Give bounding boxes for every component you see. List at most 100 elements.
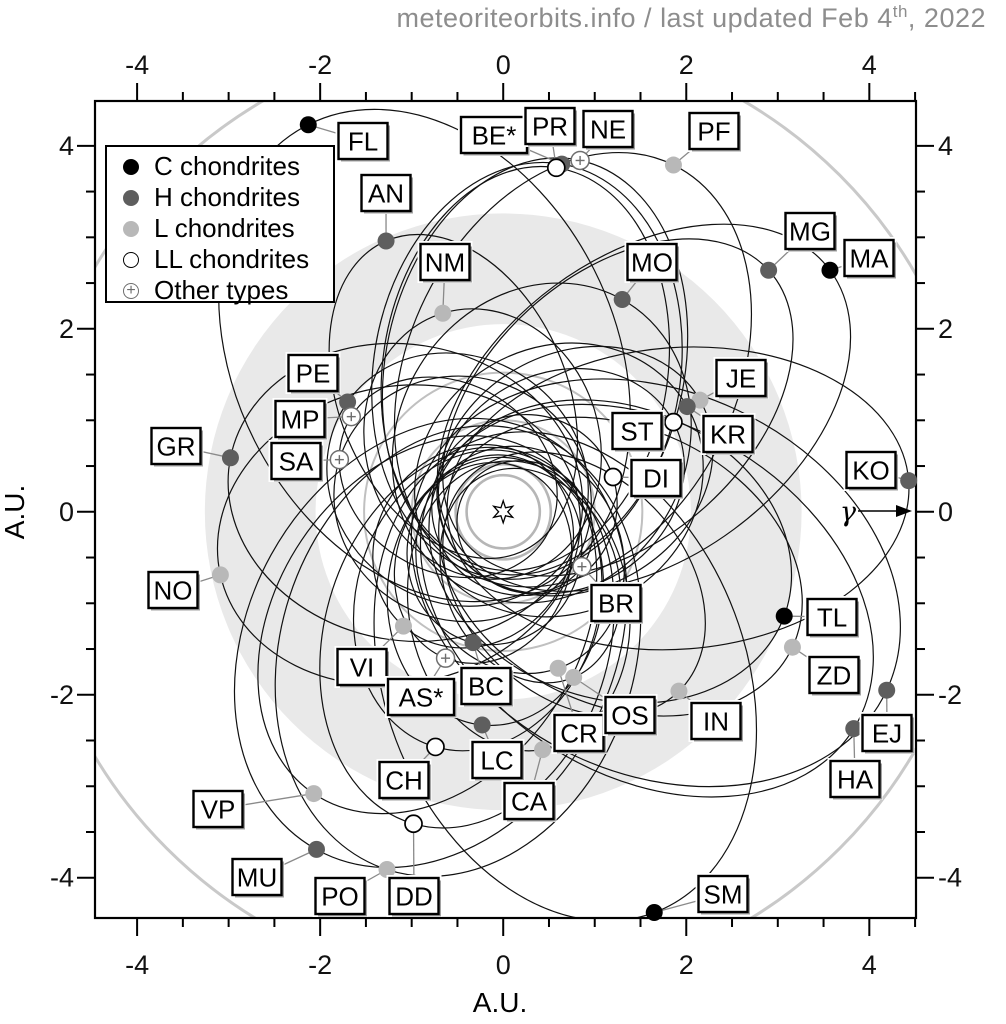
meteorite-label-FL: FL — [335, 120, 391, 162]
page-title-superscript: th — [892, 2, 908, 21]
label-box — [808, 655, 860, 695]
label-text: MG — [789, 217, 831, 247]
meteorite-label-DD: DD — [386, 875, 442, 917]
label-box — [471, 740, 523, 780]
legend-item-label: C chondrites — [154, 151, 300, 181]
label-text: BE* — [472, 121, 517, 151]
l-chondrite-marker-icon — [123, 220, 139, 237]
meteorite-label-OS: OS — [602, 694, 658, 736]
label-box — [274, 399, 326, 439]
label-box — [524, 106, 576, 146]
label-text: CA — [511, 787, 548, 817]
meteorite-point-PR — [546, 158, 566, 178]
meteorite-label-BE*: BE* — [458, 114, 530, 156]
meteorite-point-PF — [664, 156, 682, 174]
label-box — [419, 242, 471, 282]
tick-label-right: 0 — [938, 497, 953, 527]
meteorite-label-VI: VI — [334, 646, 390, 688]
tick-label-left: 0 — [59, 497, 74, 527]
meteorite-point-IN — [670, 682, 688, 700]
label-box — [626, 242, 678, 282]
tick-label-left: -2 — [50, 680, 74, 710]
label-box — [806, 597, 858, 637]
label-box — [690, 701, 742, 741]
label-text: EJ — [872, 719, 902, 749]
meteorite-point-VP — [305, 785, 323, 803]
legend-item-h-chondrites: H chondrites — [123, 182, 333, 213]
label-text: NE — [590, 115, 626, 145]
meteorite-point-NO — [211, 566, 229, 584]
label-text: VP — [201, 795, 236, 825]
meteorite-point-FL — [299, 116, 317, 134]
tick-label-left: -4 — [50, 863, 74, 893]
meteorite-label-SM: SM — [695, 873, 751, 915]
meteorite-point-SM — [645, 904, 663, 922]
meteorite-point-OS — [565, 668, 583, 686]
label-box — [702, 414, 754, 454]
meteorite-label-KO: KO — [843, 449, 899, 491]
label-text: BC — [468, 672, 504, 702]
label-text: CH — [385, 766, 423, 796]
meteorite-label-HA: HA — [827, 758, 883, 800]
meteorite-point-MA — [821, 261, 839, 279]
meteorite-label-BC: BC — [458, 665, 514, 707]
label-box — [590, 583, 642, 623]
label-box — [611, 411, 663, 451]
meteorite-point-CH — [426, 737, 445, 757]
label-box — [192, 789, 244, 829]
label-box — [784, 211, 836, 251]
meteorite-point-MG — [760, 261, 778, 279]
legend-item-label: H chondrites — [154, 182, 300, 212]
label-box — [337, 121, 389, 161]
meteorite-label-MP: MP — [272, 398, 328, 440]
ll-chondrite-marker-icon — [123, 251, 139, 268]
plot-frame — [93, 99, 918, 920]
label-text: GR — [157, 432, 196, 462]
tick-label-bottom: 0 — [496, 950, 511, 980]
meteorite-point-MU — [307, 840, 325, 858]
tick-label-right: 2 — [938, 314, 953, 344]
tick-label-top: 2 — [679, 50, 694, 80]
meteorite-label-CR: CR — [551, 712, 607, 754]
meteorite-label-VP: VP — [190, 788, 246, 830]
meteorite-point-LC — [473, 716, 491, 734]
legend-item-ll-chondrites: LL chondrites — [123, 244, 333, 275]
label-box — [378, 760, 430, 800]
meteorite-point-CA — [534, 741, 552, 759]
meteorite-label-MG: MG — [782, 210, 838, 252]
meteorite-label-MA: MA — [841, 237, 897, 279]
meteorite-label-GR: GR — [148, 425, 204, 467]
tick-label-top: -2 — [308, 50, 332, 80]
meteorite-point-KO — [900, 472, 918, 490]
meteorite-label-MO: MO — [624, 241, 680, 283]
meteorite-point-DI — [603, 467, 623, 487]
label-text: PO — [321, 882, 359, 912]
label-box — [582, 109, 634, 149]
label-box — [503, 781, 555, 821]
label-box — [270, 441, 322, 481]
meteorite-point-VI — [394, 617, 412, 635]
tick-label-left: 2 — [59, 314, 74, 344]
meteorite-point-PE — [339, 393, 357, 411]
label-text: SM — [704, 880, 743, 910]
label-box — [697, 874, 749, 914]
tick-label-right: -2 — [938, 680, 962, 710]
planet-orbit — [465, 473, 542, 550]
meteorite-label-SA: SA — [268, 440, 324, 482]
label-text: VI — [350, 653, 375, 683]
meteorite-label-CA: CA — [501, 780, 557, 822]
gamma-arrow-head — [896, 505, 912, 517]
planet-orbit — [454, 462, 553, 561]
label-box — [829, 759, 881, 799]
meteorite-label-MU: MU — [229, 856, 285, 898]
label-text: AN — [368, 179, 404, 209]
meteorite-point-ZD — [783, 638, 801, 656]
meteorite-point-JE — [691, 391, 709, 409]
meteorite-label-TL: TL — [804, 596, 860, 638]
label-text: KR — [710, 420, 746, 450]
label-box — [460, 666, 512, 706]
tick-label-bottom: 4 — [862, 950, 877, 980]
label-text: TL — [817, 603, 847, 633]
tick-label-bottom: 2 — [679, 950, 694, 980]
